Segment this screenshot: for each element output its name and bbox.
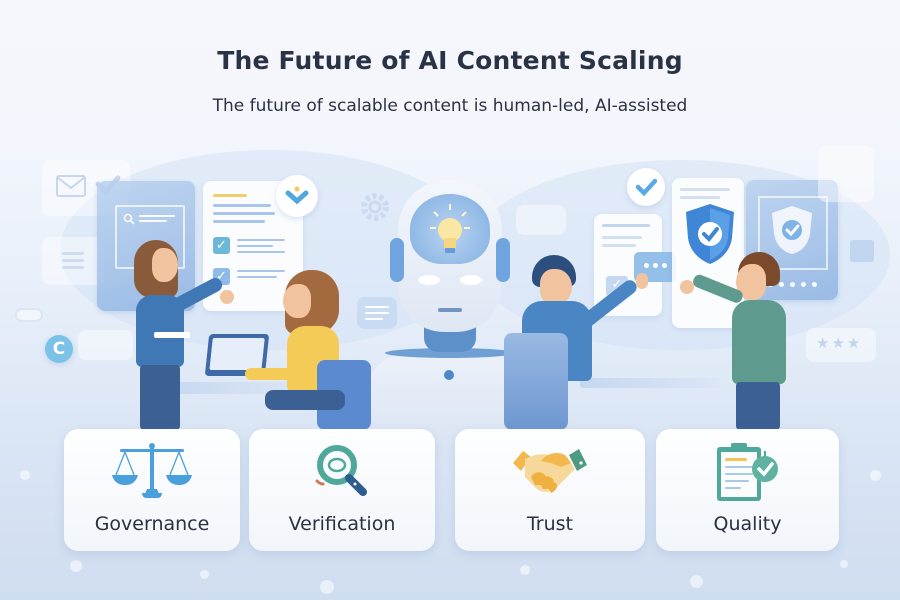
faint-list-panel <box>78 330 133 360</box>
bokeh-dot <box>870 470 881 481</box>
magnifier-icon <box>315 445 367 496</box>
chat-bubble-icon <box>357 297 397 329</box>
chat-bubble-icon-right <box>850 240 874 262</box>
torso <box>732 300 786 384</box>
robot-eye-left <box>418 275 440 285</box>
mail-icon <box>56 175 86 197</box>
hand <box>680 280 694 294</box>
woman-at-laptop <box>204 270 375 430</box>
handshake-icon <box>513 449 587 493</box>
bokeh-dot <box>20 470 30 480</box>
robot-chest-light <box>444 370 454 380</box>
face <box>152 248 178 282</box>
chair <box>504 333 568 430</box>
robot <box>370 180 530 435</box>
shield-outline-icon <box>772 206 812 254</box>
star-rating-panel: ★★★ <box>806 328 876 362</box>
card-label: Governance <box>94 513 210 535</box>
hand <box>220 290 234 304</box>
checkbox-checked-1: ✓ <box>213 237 230 254</box>
robot-mouth <box>438 308 462 312</box>
card-verification[interactable]: Verification <box>249 429 435 551</box>
card-trust[interactable]: Trust <box>455 429 645 551</box>
chat-panel <box>42 237 104 285</box>
bokeh-dot <box>200 570 209 579</box>
lightbulb-icon <box>430 204 470 253</box>
face <box>283 284 311 318</box>
tablet <box>154 332 190 338</box>
card-quality[interactable]: Quality <box>656 429 839 551</box>
card-label: Trust <box>526 513 573 535</box>
tag-icon <box>15 308 43 322</box>
gear-icon <box>361 193 389 221</box>
arm <box>245 368 301 380</box>
robot-ear-left <box>390 238 404 282</box>
checkmark-badge-icon-right <box>627 168 665 206</box>
legs <box>736 382 780 430</box>
robot-ear-right <box>496 238 510 282</box>
copyright-icon: C <box>45 335 73 363</box>
card-governance[interactable]: Governance <box>64 429 240 551</box>
faint-toolbar-panel <box>516 205 566 235</box>
scales-icon <box>112 443 192 498</box>
search-icon <box>123 213 135 225</box>
right-desk <box>580 378 720 388</box>
page-subtitle: The future of scalable content is human-… <box>212 96 688 116</box>
checkmark-badge-icon <box>276 175 318 217</box>
robot-eye-right <box>460 275 482 285</box>
card-label: Quality <box>713 513 782 535</box>
bokeh-dot <box>840 560 848 568</box>
man-seated-pointing <box>500 255 670 430</box>
bokeh-dot <box>70 560 82 572</box>
hand <box>636 273 648 289</box>
robot-body <box>370 345 530 435</box>
faint-profile-panel <box>818 146 874 202</box>
legs <box>140 365 180 430</box>
page-title: The Future of AI Content Scaling <box>217 46 683 75</box>
bokeh-dot <box>690 575 703 588</box>
bokeh-dot <box>520 565 530 575</box>
arm <box>575 277 640 332</box>
robot-collar <box>385 348 515 358</box>
bokeh-dot <box>320 580 334 594</box>
legs <box>265 390 345 410</box>
face <box>540 269 572 305</box>
card-label: Verification <box>288 513 396 535</box>
man-standing-pointing <box>680 252 790 430</box>
woman-presenting <box>128 240 238 430</box>
clipboard-check-icon <box>716 443 778 501</box>
star-rating-icon: ★★★ <box>816 334 863 352</box>
shield-check-icon <box>686 204 734 264</box>
